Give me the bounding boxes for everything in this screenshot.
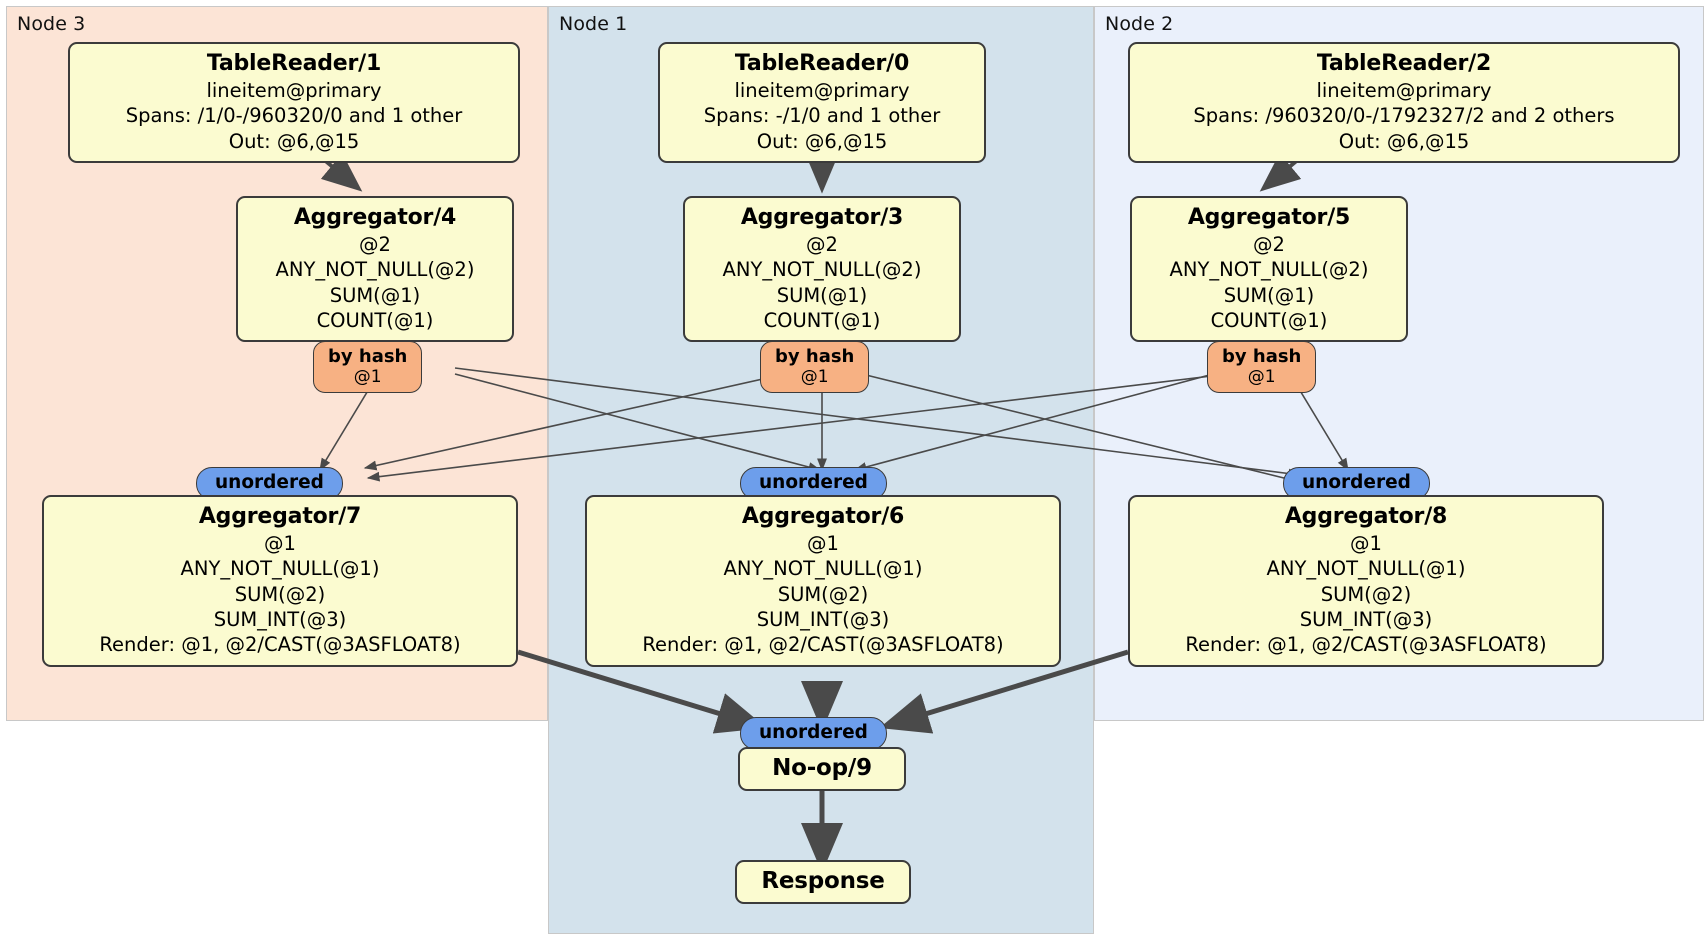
processor-aggregator-4[interactable]: Aggregator/4 @2 ANY_NOT_NULL(@2) SUM(@1)… [236,196,514,343]
processor-aggregator-3[interactable]: Aggregator/3 @2 ANY_NOT_NULL(@2) SUM(@1)… [683,196,961,343]
processor-title: Aggregator/7 [198,504,362,529]
processor-noop-9[interactable]: No-op/9 [738,747,906,792]
processor-tablereader-2[interactable]: TableReader/2 lineitem@primary Spans: /9… [1128,42,1680,164]
processor-tablereader-1[interactable]: TableReader/1 lineitem@primary Spans: /1… [68,42,520,164]
processor-detail-line: SUM(@2) [234,582,326,606]
processor-detail-line: lineitem@primary [1316,79,1492,103]
processor-detail-line: COUNT(@1) [316,309,434,333]
synchronizer-label: unordered [1302,472,1411,493]
processor-detail-line: ANY_NOT_NULL(@2) [722,258,922,282]
processor-detail-line: Render: @1, @2/CAST(@3ASFLOAT8) [99,633,461,657]
processor-detail-line: Out: @6,@15 [228,129,360,153]
processor-detail-line: SUM(@2) [777,582,869,606]
processor-detail-line: ANY_NOT_NULL(@1) [180,557,380,581]
processor-detail-line: SUM_INT(@3) [213,608,347,632]
processor-detail-line: SUM_INT(@3) [756,608,890,632]
processor-detail-line: Out: @6,@15 [756,129,888,153]
processor-title: No-op/9 [772,755,872,781]
processor-title: Aggregator/6 [741,504,905,529]
processor-detail-line: Spans: -/1/0 and 1 other [703,104,941,128]
processor-detail-line: @2 [806,233,838,257]
processor-title: Aggregator/5 [1187,205,1351,230]
synchronizer-unordered-aggregator-8[interactable]: unordered [1283,467,1430,500]
processor-detail-line: @2 [1253,233,1285,257]
router-column: @1 [800,367,829,388]
processor-detail-line: Render: @1, @2/CAST(@3ASFLOAT8) [642,633,1004,657]
processor-detail-line: SUM(@1) [329,283,421,307]
processor-detail-line: @1 [807,532,839,556]
processor-detail-line: lineitem@primary [734,79,910,103]
processor-title: Response [761,868,885,894]
processor-detail-line: COUNT(@1) [1210,309,1328,333]
processor-detail-line: Render: @1, @2/CAST(@3ASFLOAT8) [1185,633,1547,657]
processor-aggregator-8[interactable]: Aggregator/8 @1 ANY_NOT_NULL(@1) SUM(@2)… [1128,495,1604,667]
processor-response[interactable]: Response [735,860,911,905]
router-by-hash-aggregator-4[interactable]: by hash @1 [313,341,423,394]
processor-detail-line: @2 [359,233,391,257]
processor-detail-line: lineitem@primary [206,79,382,103]
router-by-hash-aggregator-5[interactable]: by hash @1 [1207,341,1317,394]
processor-detail-line: @1 [1350,532,1382,556]
processor-detail-line: @1 [264,532,296,556]
synchronizer-label: unordered [215,472,324,493]
processor-aggregator-6[interactable]: Aggregator/6 @1 ANY_NOT_NULL(@1) SUM(@2)… [585,495,1061,667]
synchronizer-label: unordered [759,472,868,493]
region-label-node-1: Node 1 [559,13,628,35]
processor-detail-line: COUNT(@1) [763,309,881,333]
processor-detail-line: ANY_NOT_NULL(@2) [1169,258,1369,282]
router-by-hash-aggregator-3[interactable]: by hash @1 [760,341,870,394]
processor-aggregator-5[interactable]: Aggregator/5 @2 ANY_NOT_NULL(@2) SUM(@1)… [1130,196,1408,343]
processor-title: TableReader/0 [734,51,910,76]
processor-title: Aggregator/4 [293,205,457,230]
processor-title: TableReader/1 [206,51,382,76]
processor-detail-line: SUM_INT(@3) [1299,608,1433,632]
processor-title: Aggregator/8 [1284,504,1448,529]
processor-detail-line: Spans: /960320/0-/1792327/2 and 2 others [1193,104,1615,128]
processor-aggregator-7[interactable]: Aggregator/7 @1 ANY_NOT_NULL(@1) SUM(@2)… [42,495,518,667]
processor-detail-line: SUM(@2) [1320,582,1412,606]
region-label-node-3: Node 3 [17,13,86,35]
processor-detail-line: SUM(@1) [776,283,868,307]
synchronizer-unordered-noop-9[interactable]: unordered [740,717,887,750]
processor-detail-line: ANY_NOT_NULL(@1) [1266,557,1466,581]
router-label: by hash [328,346,408,367]
processor-detail-line: Spans: /1/0-/960320/0 and 1 other [125,104,463,128]
router-column: @1 [1247,367,1276,388]
synchronizer-unordered-aggregator-7[interactable]: unordered [196,467,343,500]
processor-title: TableReader/2 [1316,51,1492,76]
router-column: @1 [353,367,382,388]
region-label-node-2: Node 2 [1105,13,1174,35]
processor-detail-line: ANY_NOT_NULL(@2) [275,258,475,282]
processor-detail-line: ANY_NOT_NULL(@1) [723,557,923,581]
synchronizer-label: unordered [759,722,868,743]
processor-detail-line: Out: @6,@15 [1338,129,1470,153]
processor-detail-line: SUM(@1) [1223,283,1315,307]
synchronizer-unordered-aggregator-6[interactable]: unordered [740,467,887,500]
router-label: by hash [775,346,855,367]
router-label: by hash [1222,346,1302,367]
processor-tablereader-0[interactable]: TableReader/0 lineitem@primary Spans: -/… [658,42,986,164]
processor-title: Aggregator/3 [740,205,904,230]
